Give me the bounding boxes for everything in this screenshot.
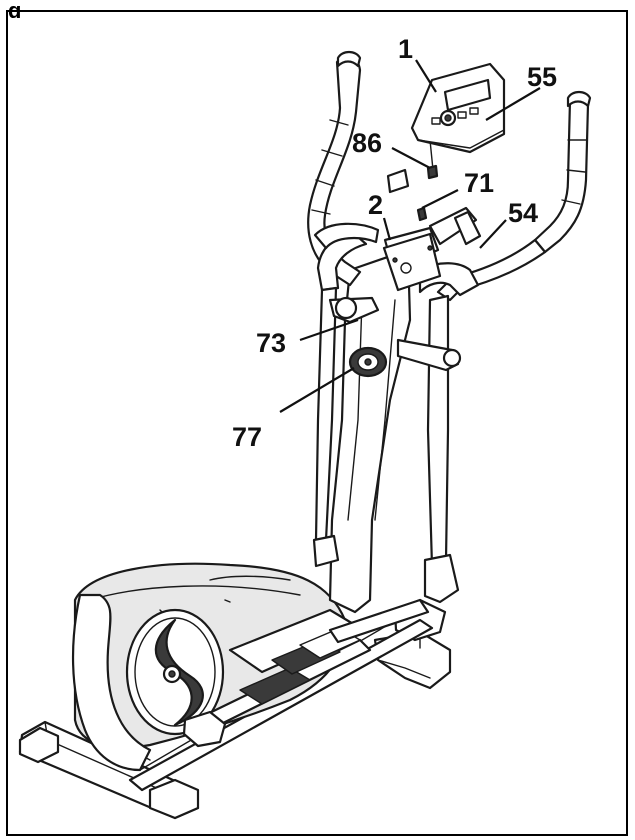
callout-labels: 1 55 86 71 2 54 73 77 xyxy=(232,34,557,452)
callout-leaders xyxy=(279,59,541,413)
tension-knob xyxy=(348,346,388,378)
left-moving-handlebar xyxy=(307,50,368,568)
callout-2: 2 xyxy=(368,190,383,220)
stationary-handlebar xyxy=(313,222,462,372)
figure-corner-glyph: g xyxy=(8,0,22,18)
right-moving-handlebar xyxy=(418,90,592,604)
console-display xyxy=(410,62,506,154)
callout-73: 73 xyxy=(256,328,286,358)
callout-77: 77 xyxy=(232,422,262,452)
callout-55: 55 xyxy=(527,62,557,92)
callout-1: 1 xyxy=(398,34,413,64)
console-mast xyxy=(382,139,482,292)
figure-frame: g xyxy=(6,0,628,836)
callout-71: 71 xyxy=(464,168,494,198)
callout-86: 86 xyxy=(352,128,382,158)
callout-54: 54 xyxy=(508,198,538,228)
pedal-assembly xyxy=(182,598,430,748)
rear-stabilizer xyxy=(18,720,200,820)
